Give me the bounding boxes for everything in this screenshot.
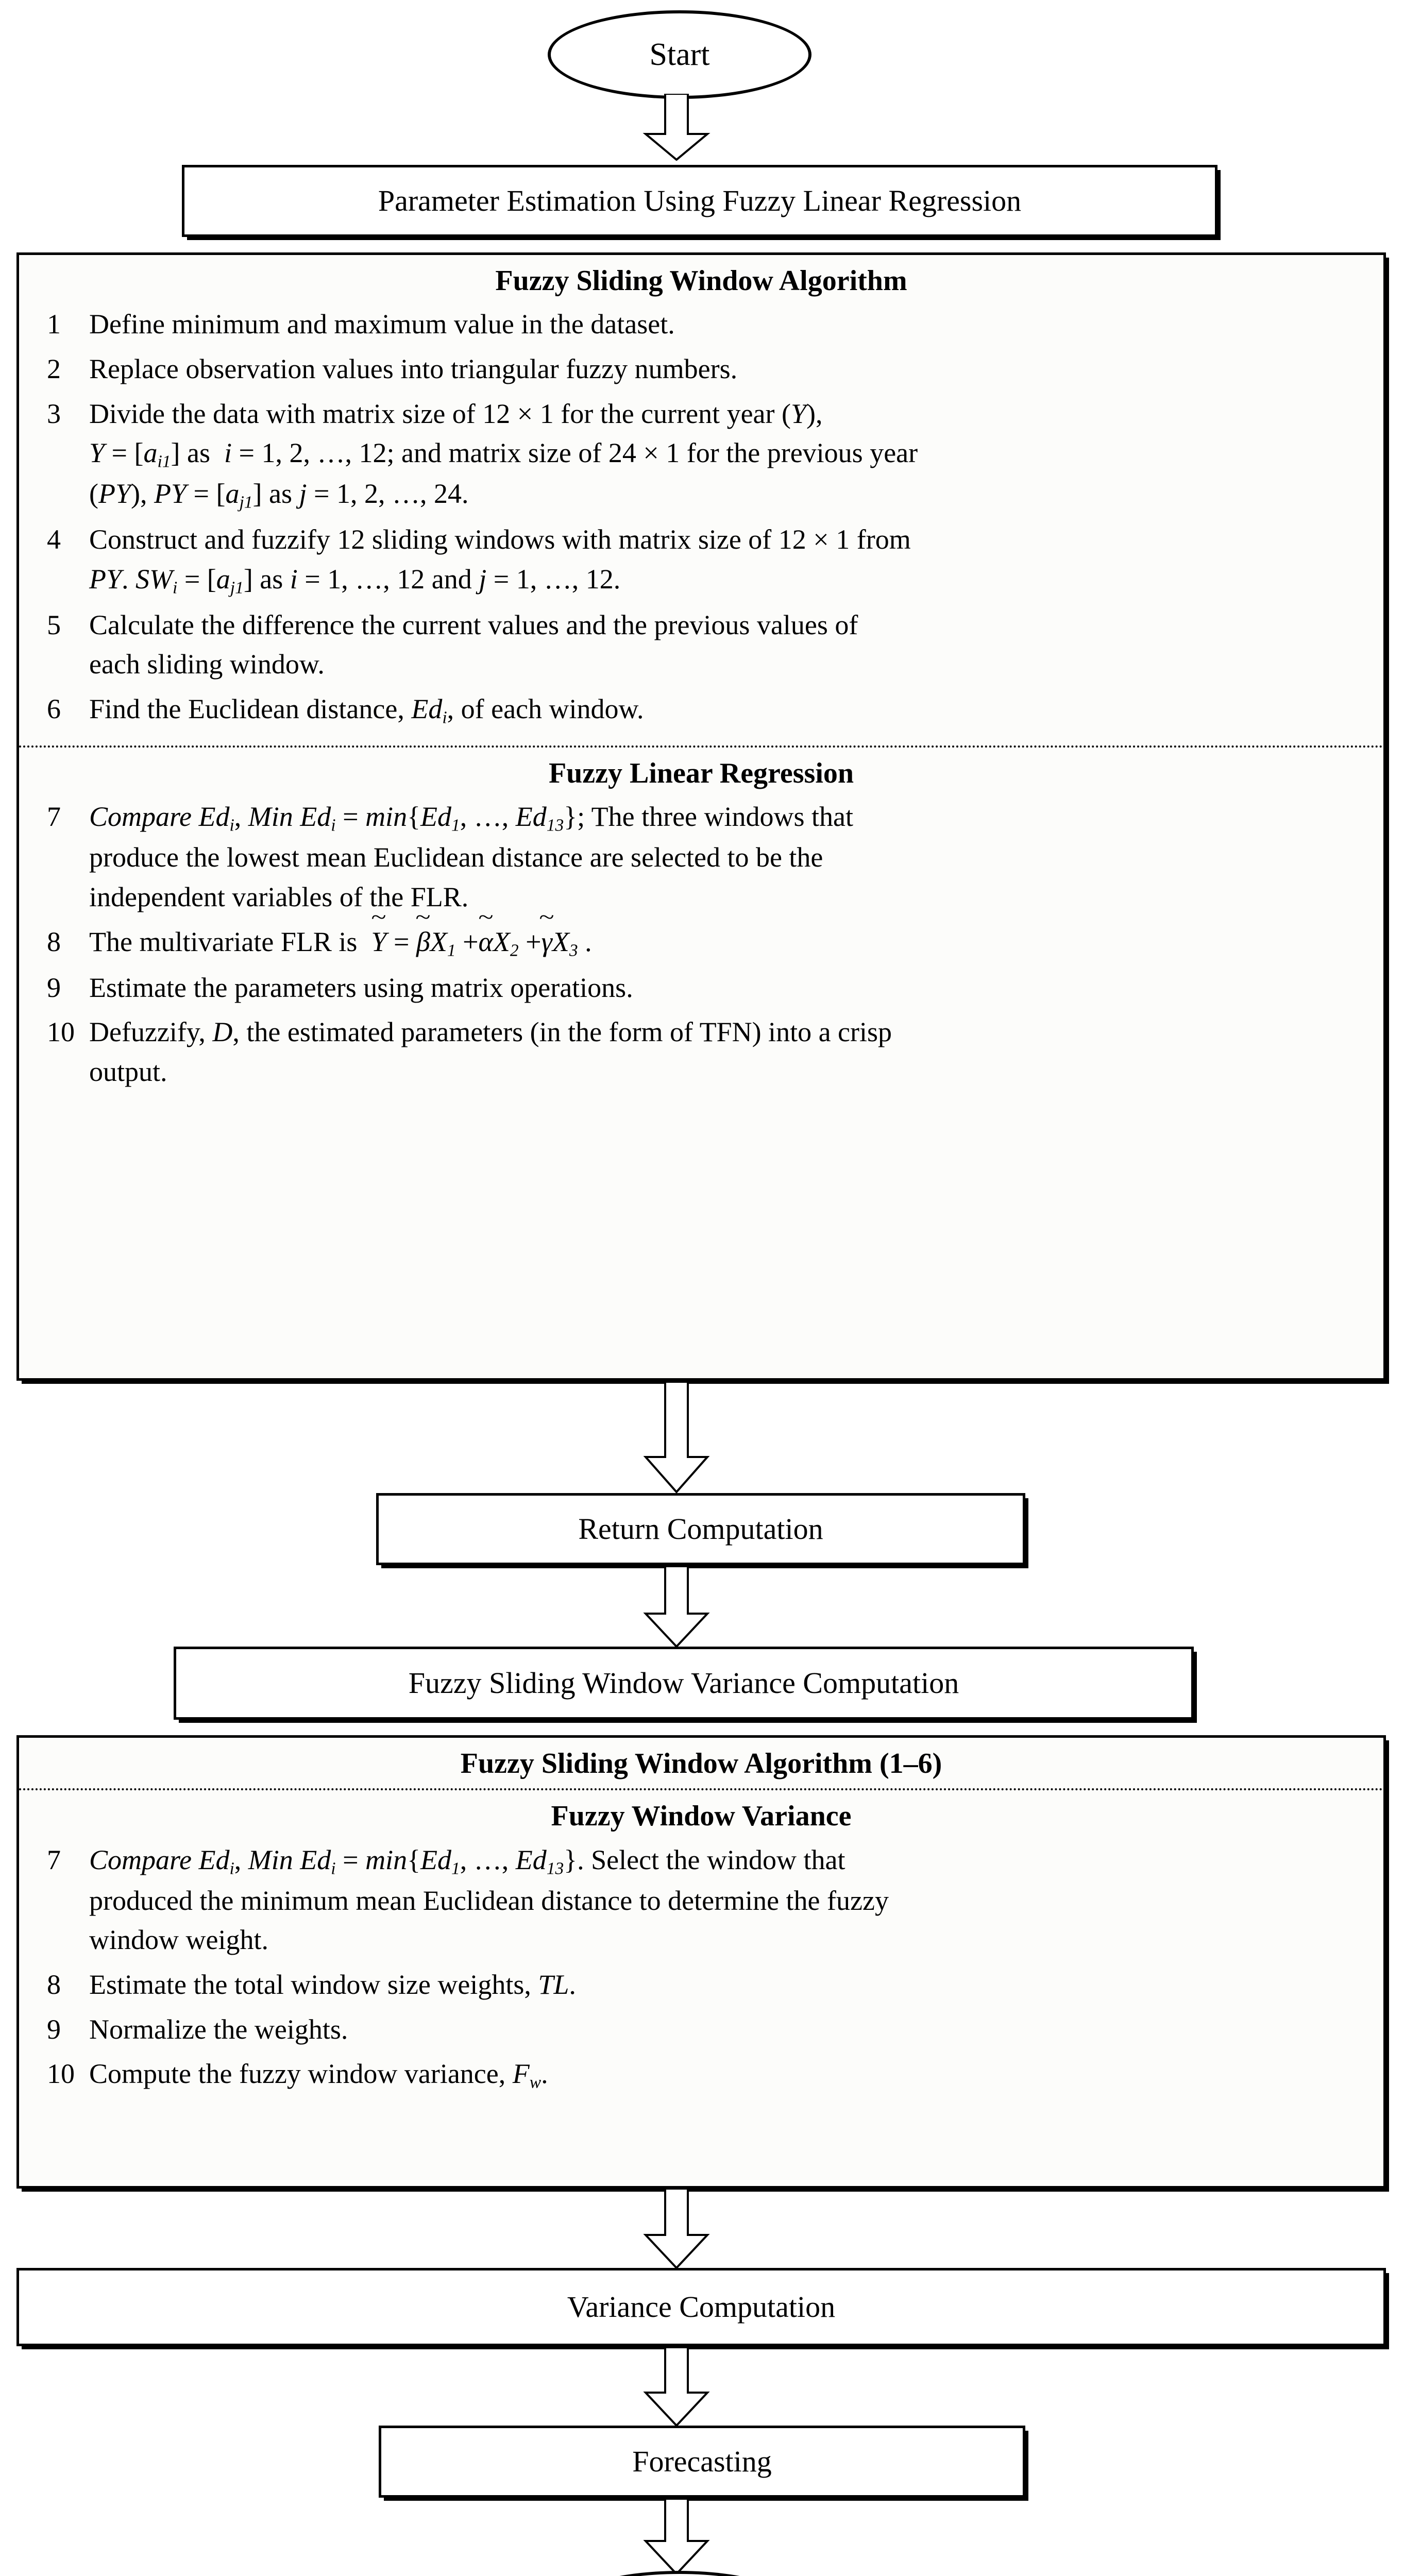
step-text: Estimate the parameters using matrix ope… [89, 972, 633, 1003]
panel2-title-fuzzy-window-variance: Fuzzy Window Variance [551, 1800, 852, 1833]
step-number: 8 [47, 1969, 61, 2001]
step-item: 6 Find the Euclidean distance, Edi, of e… [40, 689, 1363, 730]
fuzzy-algorithm-panel: Fuzzy Sliding Window Algorithm 1 Define … [16, 252, 1386, 1381]
step-number: 8 [47, 926, 61, 957]
start-label: Start [649, 37, 710, 72]
step-text: The multivariate FLR is Y = βX1 +αX2 +γX… [89, 922, 1363, 963]
step-number: 9 [47, 972, 61, 1003]
step-item: 8 Estimate the total window size weights… [40, 1965, 1363, 2005]
panel1-title-fuzzy-sliding-window-algorithm: Fuzzy Sliding Window Algorithm [495, 265, 907, 297]
arrow-forecasting-to-end [640, 2499, 713, 2575]
panel1-title-fuzzy-linear-regression: Fuzzy Linear Regression [548, 757, 854, 790]
step-number: 10 [47, 1016, 75, 1048]
step-text: Normalize the weights. [89, 2013, 348, 2045]
step-text: Estimate the total window size weights, … [89, 1969, 576, 2001]
step-number: 1 [47, 309, 61, 340]
forecasting-label: Forecasting [632, 2445, 772, 2479]
parameter-estimation-box: Parameter Estimation Using Fuzzy Linear … [182, 165, 1217, 237]
step-text: Replace observation values into triangul… [89, 353, 738, 385]
step-number: 10 [47, 2058, 75, 2090]
step-text: Divide the data with matrix size of 12 ×… [89, 398, 918, 512]
step-item: 9 Estimate the parameters using matrix o… [40, 968, 1363, 1008]
fsw-variance-computation-box: Fuzzy Sliding Window Variance Computatio… [174, 1647, 1194, 1720]
step-item: 3 Divide the data with matrix size of 12… [40, 394, 1363, 515]
variance-computation-box: Variance Computation [16, 2268, 1386, 2346]
panel1-steps-b: 7 Compare Edi, Min Edi = min{Ed1, …, Ed1… [19, 795, 1383, 1108]
forecasting-box: Forecasting [379, 2426, 1025, 2498]
step-item: 5 Calculate the difference the current v… [40, 605, 1363, 684]
step-text: Compute the fuzzy window variance, Fw. [89, 2058, 548, 2092]
panel2-section-divider [19, 1788, 1383, 1791]
panel1-steps-a: 1 Define minimum and maximum value in th… [19, 302, 1383, 742]
panel1-section-divider [19, 745, 1383, 748]
arrow-return-to-fsw-variance [640, 1566, 713, 1648]
fsw-variance-computation-label: Fuzzy Sliding Window Variance Computatio… [408, 1666, 959, 1700]
step-number: 7 [47, 801, 61, 833]
step-number: 2 [47, 353, 61, 385]
return-computation-label: Return Computation [578, 1512, 823, 1546]
step-item: 7 Compare Edi, Min Edi = min{Ed1, …, Ed1… [40, 797, 1363, 917]
step-item: 8 The multivariate FLR is Y = βX1 +αX2 +… [40, 922, 1363, 963]
step-number: 4 [47, 524, 61, 555]
parameter-estimation-label: Parameter Estimation Using Fuzzy Linear … [378, 184, 1022, 218]
step-text: Define minimum and maximum value in the … [89, 309, 675, 340]
fuzzy-window-variance-panel: Fuzzy Sliding Window Algorithm (1–6) Fuz… [16, 1735, 1386, 2189]
step-item: 7 Compare Edi, Min Edi = min{Ed1, …, Ed1… [40, 1840, 1363, 1960]
step-text: Defuzzify, D, the estimated parameters (… [89, 1016, 892, 1087]
step-item: 10 Defuzzify, D, the estimated parameter… [40, 1012, 1363, 1091]
panel2-steps: 7 Compare Edi, Min Edi = min{Ed1, …, Ed1… [19, 1838, 1383, 2112]
step-number: 6 [47, 693, 61, 725]
step-text: Construct and fuzzify 12 sliding windows… [89, 524, 911, 598]
panel2-title-fuzzy-sliding-window-algorithm-1-6: Fuzzy Sliding Window Algorithm (1–6) [460, 1748, 942, 1780]
step-text: Calculate the difference the current val… [89, 609, 858, 680]
return-computation-box: Return Computation [376, 1493, 1025, 1565]
step-text: Compare Edi, Min Edi = min{Ed1, …, Ed13}… [89, 801, 853, 913]
step-item: 4 Construct and fuzzify 12 sliding windo… [40, 520, 1363, 600]
arrow-variance-to-forecasting [640, 2347, 713, 2427]
step-item: 10 Compute the fuzzy window variance, Fw… [40, 2054, 1363, 2095]
step-number: 7 [47, 1844, 61, 1875]
arrow-panel2-to-variance-computation [640, 2189, 713, 2269]
step-item: 9 Normalize the weights. [40, 2010, 1363, 2049]
step-text: Find the Euclidean distance, Edi, of eac… [89, 693, 644, 727]
variance-computation-label: Variance Computation [567, 2290, 836, 2324]
end-terminator: End [548, 2571, 811, 2576]
step-number: 3 [47, 398, 61, 429]
start-terminator: Start [548, 10, 811, 99]
step-item: 1 Define minimum and maximum value in th… [40, 304, 1363, 344]
arrow-start-to-parameter-estimation [640, 94, 713, 161]
step-text: Compare Edi, Min Edi = min{Ed1, …, Ed13}… [89, 1844, 889, 1956]
step-number: 9 [47, 2013, 61, 2045]
step-item: 2 Replace observation values into triang… [40, 349, 1363, 389]
step-number: 5 [47, 609, 61, 640]
arrow-panel1-to-return-computation [640, 1382, 713, 1493]
